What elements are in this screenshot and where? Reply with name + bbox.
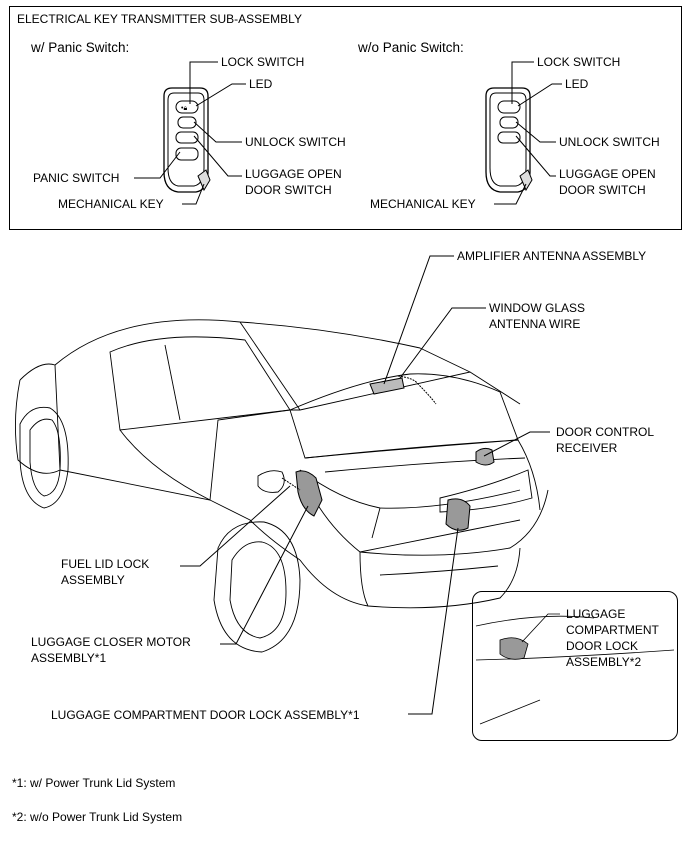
without-panic-heading: w/o Panic Switch: <box>358 40 464 55</box>
without-panic-luggage-label-1: LUGGAGE OPEN <box>559 167 656 181</box>
without-panic-mech-label: MECHANICAL KEY <box>370 197 476 211</box>
trunk-lock-inset-frame <box>472 591 678 741</box>
inset-label-4: ASSEMBLY*2 <box>566 655 642 669</box>
window-glass-label-1: WINDOW GLASS <box>489 301 586 315</box>
key-fob-with-panic: •🔒︎ <box>163 87 211 193</box>
fuel-lid-label-1: FUEL LID LOCK <box>61 557 150 571</box>
inset-trunk-lock-art <box>475 613 675 725</box>
inset-label-2: COMPARTMENT <box>566 623 659 637</box>
transmitter-frame <box>9 6 682 230</box>
door-control-label-1: DOOR CONTROL <box>556 425 655 439</box>
with-panic-lock-label: LOCK SWITCH <box>221 55 305 69</box>
with-panic-mech-label: MECHANICAL KEY <box>58 197 164 211</box>
with-panic-led-label: LED <box>249 77 273 91</box>
inset-label-1: LUGGAGE <box>566 607 626 621</box>
inset-label-3: DOOR LOCK <box>566 639 639 653</box>
with-panic-heading: w/ Panic Switch: <box>31 40 130 55</box>
footnote-2: *2: w/o Power Trunk Lid System <box>12 810 183 824</box>
trunk-lock-label: LUGGAGE COMPARTMENT DOOR LOCK ASSEMBLY*1 <box>51 708 360 722</box>
vehicle-outline <box>14 319 549 653</box>
closer-motor-label-2: ASSEMBLY*1 <box>31 651 107 665</box>
without-panic-led-label: LED <box>565 77 589 91</box>
footnote-1: *1: w/ Power Trunk Lid System <box>12 776 176 790</box>
without-panic-luggage-label-2: DOOR SWITCH <box>559 183 646 197</box>
with-panic-luggage-label-2: DOOR SWITCH <box>245 183 332 197</box>
svg-text:•🔒︎: •🔒︎ <box>181 105 187 112</box>
without-panic-lock-label: LOCK SWITCH <box>537 55 621 69</box>
with-panic-unlock-label: UNLOCK SWITCH <box>245 135 346 149</box>
amplifier-antenna-label: AMPLIFIER ANTENNA ASSEMBLY <box>457 249 647 263</box>
transmitter-title: ELECTRICAL KEY TRANSMITTER SUB-ASSEMBLY <box>17 12 302 26</box>
with-panic-panic-label: PANIC SWITCH <box>33 171 120 185</box>
with-panic-luggage-label-1: LUGGAGE OPEN <box>245 167 342 181</box>
without-panic-unlock-label: UNLOCK SWITCH <box>559 135 660 149</box>
key-fob-without-panic <box>485 87 533 193</box>
fuel-lid-label-2: ASSEMBLY <box>61 573 125 587</box>
window-glass-label-2: ANTENNA WIRE <box>489 317 581 331</box>
closer-motor-label-1: LUGGAGE CLOSER MOTOR <box>31 635 191 649</box>
door-control-label-2: RECEIVER <box>556 441 618 455</box>
